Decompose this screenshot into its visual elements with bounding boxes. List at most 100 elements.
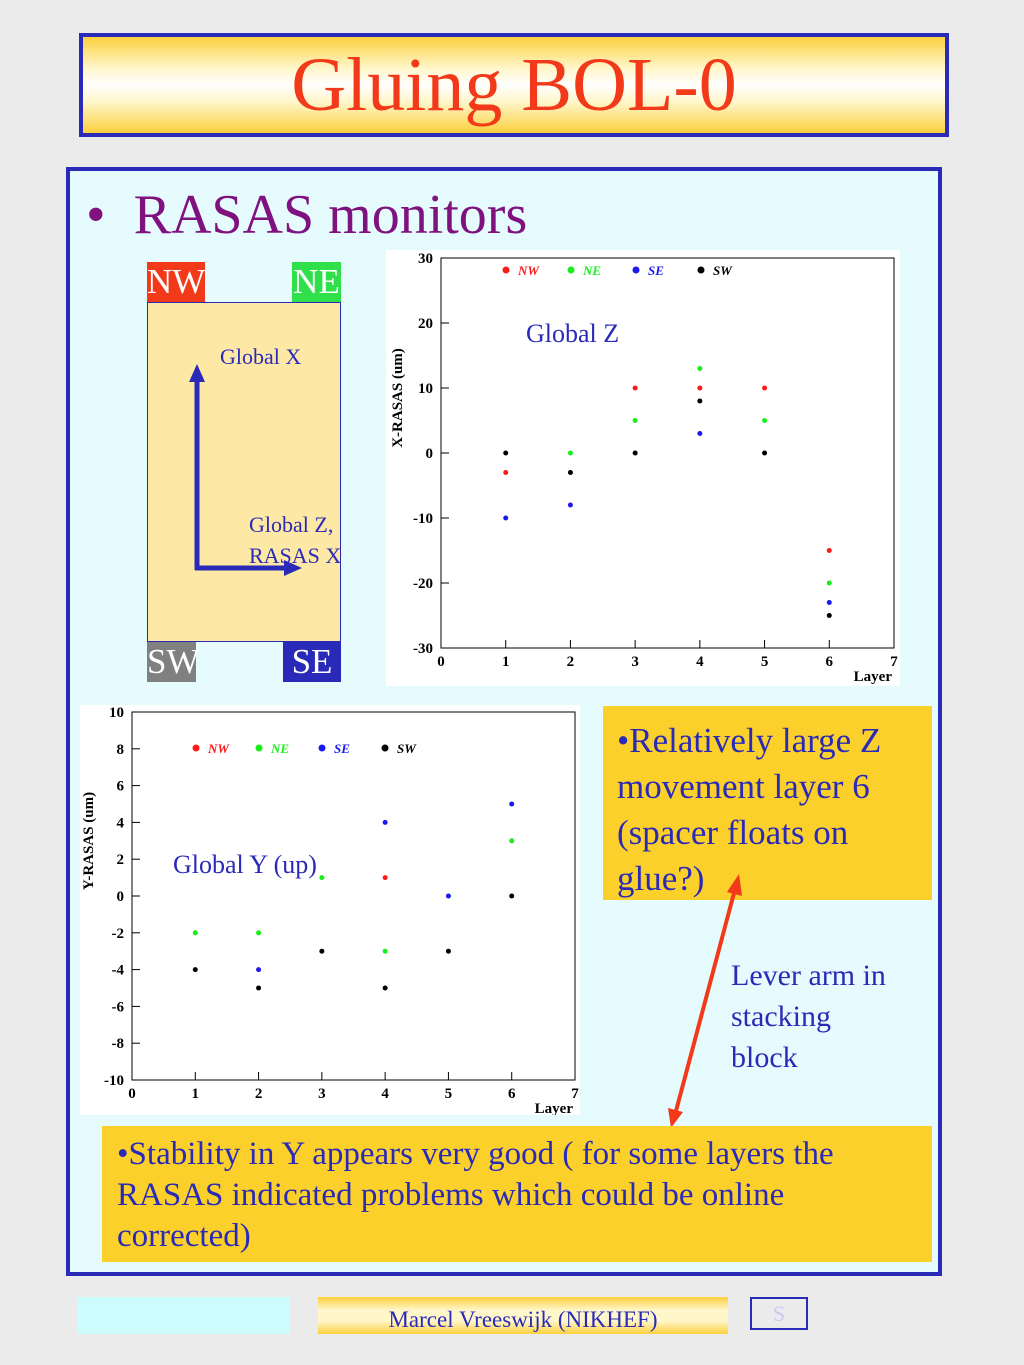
global-x-arrow-head — [189, 364, 205, 382]
data-point — [826, 580, 832, 586]
data-point — [632, 385, 638, 391]
legend-marker — [255, 744, 263, 752]
data-point — [509, 893, 515, 899]
corner-sw: SW — [147, 642, 200, 682]
x-tick-label: 3 — [318, 1086, 326, 1102]
x-tick-label: 2 — [567, 654, 575, 670]
global-z-arrow-head — [284, 560, 302, 576]
legend-label: SE — [648, 263, 664, 278]
chart-annotation: Global Y (up) — [173, 850, 317, 879]
global-z-label-line1: Global Z, — [249, 512, 334, 537]
footer-slide-mark: S — [750, 1297, 808, 1330]
data-point — [445, 948, 451, 954]
y-tick-label: -10 — [413, 511, 433, 527]
legend-marker — [192, 744, 200, 752]
legend-label: NE — [270, 741, 289, 756]
data-point — [256, 930, 262, 936]
y-tick-label: 0 — [426, 446, 434, 462]
y-tick-label: 0 — [117, 889, 125, 905]
data-point — [382, 985, 388, 991]
note-z-movement: •Relatively large Z movement layer 6 (sp… — [603, 706, 932, 900]
data-point — [256, 985, 262, 991]
plot-frame — [131, 711, 576, 1081]
x-axis-label: Layer — [854, 669, 893, 685]
y-tick-label: 20 — [418, 316, 433, 332]
data-point — [192, 930, 198, 936]
y-tick-label: -4 — [112, 963, 125, 979]
chart-annotation: Global Z — [526, 319, 619, 348]
data-point — [762, 385, 768, 391]
data-point — [509, 838, 515, 844]
footer-author: Marcel Vreeswijk (NIKHEF) — [318, 1297, 728, 1334]
x-tick-label: 4 — [696, 654, 704, 670]
corner-se: SE — [283, 642, 341, 682]
data-point — [697, 385, 703, 391]
y-tick-label: -6 — [112, 999, 125, 1015]
x-tick-label: 3 — [631, 654, 639, 670]
x-tick-label: 1 — [502, 654, 510, 670]
corner-sw-label: SW — [147, 642, 200, 681]
y-tick-label: 4 — [117, 815, 125, 831]
x-tick-label: 5 — [445, 1086, 453, 1102]
y-tick-label: 8 — [117, 742, 125, 758]
data-point — [319, 948, 325, 954]
plot-frame — [440, 257, 895, 649]
data-point — [382, 819, 388, 825]
corner-nw-label: NW — [147, 262, 206, 301]
y-tick-label: -10 — [104, 1073, 124, 1089]
y-tick-label: 30 — [418, 251, 433, 267]
corner-ne-label: NE — [293, 262, 340, 301]
legend-label: SE — [334, 741, 350, 756]
y-tick-label: -8 — [112, 1036, 125, 1052]
x-tick-label: 7 — [890, 654, 898, 670]
data-point — [697, 398, 703, 404]
x-axis-label: Layer — [535, 1101, 574, 1115]
lever-arm-line3: block — [731, 1041, 798, 1074]
legend-marker — [697, 266, 705, 274]
data-point — [192, 967, 198, 973]
data-point — [567, 502, 573, 508]
y-tick-label: -30 — [413, 641, 433, 657]
page-title: Gluing BOL-0 — [291, 43, 737, 127]
data-point — [632, 450, 638, 456]
y-axis-label: Y-RASAS (um) — [81, 792, 97, 890]
data-point — [382, 948, 388, 954]
y-tick-label: 10 — [418, 381, 433, 397]
legend-marker — [502, 266, 510, 274]
data-point — [509, 801, 515, 807]
data-point — [256, 967, 262, 973]
corner-ne: NE — [292, 262, 341, 302]
legend-marker — [632, 266, 640, 274]
legend-marker — [318, 744, 326, 752]
data-point — [567, 470, 573, 475]
data-point — [826, 548, 832, 553]
legend-label: SW — [397, 741, 417, 756]
data-point — [382, 875, 388, 881]
data-point — [826, 600, 832, 605]
axis-arrows — [189, 364, 302, 576]
data-point — [762, 418, 768, 423]
global-x-label: Global X — [220, 344, 302, 369]
global-z-label: Global Z, RASAS X — [249, 509, 341, 571]
y-axis-label: X-RASAS (um) — [390, 348, 406, 448]
y-tick-label: 2 — [117, 852, 125, 868]
data-point — [697, 366, 703, 371]
legend-label: NW — [517, 263, 540, 278]
legend-label: NE — [582, 263, 601, 278]
bullet-heading-text: RASAS monitors — [133, 184, 528, 246]
x-tick-label: 6 — [508, 1086, 516, 1102]
data-point — [567, 450, 573, 456]
data-point — [503, 515, 509, 521]
data-point — [503, 470, 509, 475]
x-tick-label: 6 — [826, 654, 834, 670]
corner-nw: NW — [147, 262, 205, 302]
note-y-stability: •Stability in Y appears very good ( for … — [102, 1126, 932, 1262]
data-point — [503, 450, 509, 456]
data-point — [826, 613, 832, 618]
x-tick-label: 4 — [381, 1086, 389, 1102]
legend-label: NW — [207, 741, 230, 756]
global-z-label-line2: RASAS X — [249, 543, 342, 568]
lever-arm-label: Lever arm in stacking block — [731, 955, 886, 1078]
